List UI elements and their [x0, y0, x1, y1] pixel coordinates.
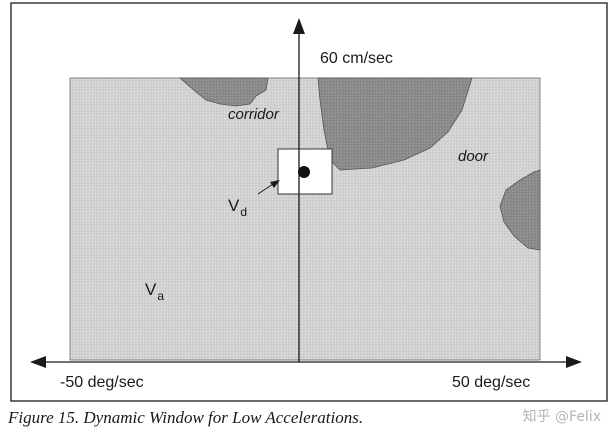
vd-pointer-line	[257, 183, 274, 195]
obstacle-door	[317, 77, 473, 171]
watermark: 知乎 @Felix	[522, 409, 601, 425]
figure-caption: Figure 15. Dynamic Window for Low Accele…	[8, 408, 364, 427]
obstacle-corridor	[178, 77, 269, 107]
x-axis-right-arrowhead	[566, 356, 582, 368]
current-velocity-dot	[298, 166, 310, 178]
x-axis-left-label: -50 deg/sec	[60, 374, 144, 391]
admissible-velocities-label-symbol: V	[145, 280, 157, 299]
x-axis-right-label: 50 deg/sec	[452, 374, 530, 391]
dynamic-window-label-symbol: V	[228, 196, 240, 215]
x-axis-left-arrowhead	[30, 356, 46, 368]
outer-frame	[10, 2, 608, 402]
corridor-label: corridor	[228, 106, 280, 123]
vd-pointer-arrowhead	[270, 180, 280, 188]
admissible-velocity-region	[69, 77, 541, 361]
y-axis-label: 60 cm/sec	[320, 50, 393, 67]
door-label: door	[458, 148, 489, 165]
dynamic-window-label: Vd	[228, 196, 247, 219]
y-axis-arrowhead	[293, 18, 305, 34]
dynamic-window-label-subscript: d	[240, 205, 247, 219]
admissible-velocities-label-subscript: a	[157, 289, 164, 303]
obstacle-right-edge	[499, 169, 541, 251]
admissible-velocities-label: Va	[145, 280, 164, 303]
